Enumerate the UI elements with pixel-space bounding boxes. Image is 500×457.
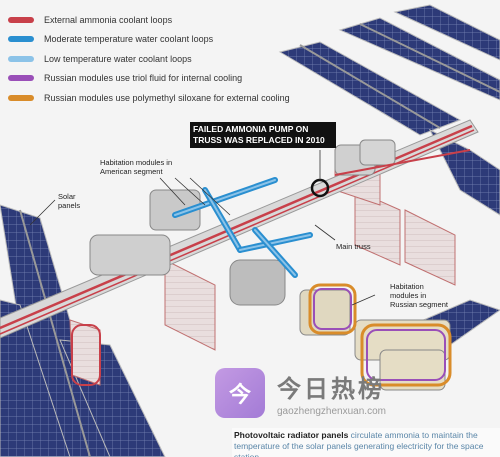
swatch-siloxane xyxy=(8,94,34,101)
legend-label-ammonia: External ammonia coolant loops xyxy=(44,14,173,25)
caption-text: circulate ammonia to maintain the temper… xyxy=(234,430,484,457)
watermark: 今 今日热榜 gaozhengzhenxuan.com xyxy=(215,368,386,418)
legend-label-siloxane: Russian modules use polymethyl siloxane … xyxy=(44,92,290,103)
watermark-title: 今日热榜 xyxy=(277,376,385,403)
legend-item-ammonia: External ammonia coolant loops xyxy=(8,10,290,30)
legend: External ammonia coolant loops Moderate … xyxy=(8,10,290,108)
ammonia-loops xyxy=(71,149,471,386)
solar-array-top-right xyxy=(278,4,500,136)
legend-label-triol: Russian modules use triol fluid for inte… xyxy=(44,73,243,84)
caption: Photovoltaic radiator panels circulate a… xyxy=(232,428,500,457)
watermark-logo: 今 xyxy=(215,368,265,418)
russian-coolant-loops xyxy=(308,283,452,387)
legend-label-low-water: Low temperature water coolant loops xyxy=(44,53,192,64)
legend-item-siloxane: Russian modules use polymethyl siloxane … xyxy=(8,88,290,108)
caption-bold: Photovoltaic radiator panels xyxy=(234,430,349,440)
legend-item-moderate-water: Moderate temperature water coolant loops xyxy=(8,30,290,50)
failed-pump-callout: FAILED AMMONIA PUMP ON TRUSS WAS REPLACE… xyxy=(190,122,336,148)
label-habitation-us: Habitation modules in American segment xyxy=(100,158,173,176)
swatch-ammonia xyxy=(8,16,34,23)
legend-item-triol: Russian modules use triol fluid for inte… xyxy=(8,69,290,89)
water-coolant-loops xyxy=(172,177,313,278)
swatch-low-water xyxy=(8,55,34,62)
label-main-truss: Main truss xyxy=(336,242,371,251)
label-solar-panels: Solar panels xyxy=(58,192,81,210)
legend-item-low-water: Low temperature water coolant loops xyxy=(8,49,290,69)
legend-label-moderate-water: Moderate temperature water coolant loops xyxy=(44,34,214,45)
modules xyxy=(89,139,451,391)
swatch-moderate-water xyxy=(8,36,34,43)
watermark-url: gaozhengzhenxuan.com xyxy=(277,406,386,417)
swatch-triol xyxy=(8,75,34,82)
label-habitation-ru: Habitation modules in Russian segment xyxy=(390,282,448,309)
solar-array-far-right xyxy=(428,128,500,216)
leader-lines xyxy=(29,150,376,306)
